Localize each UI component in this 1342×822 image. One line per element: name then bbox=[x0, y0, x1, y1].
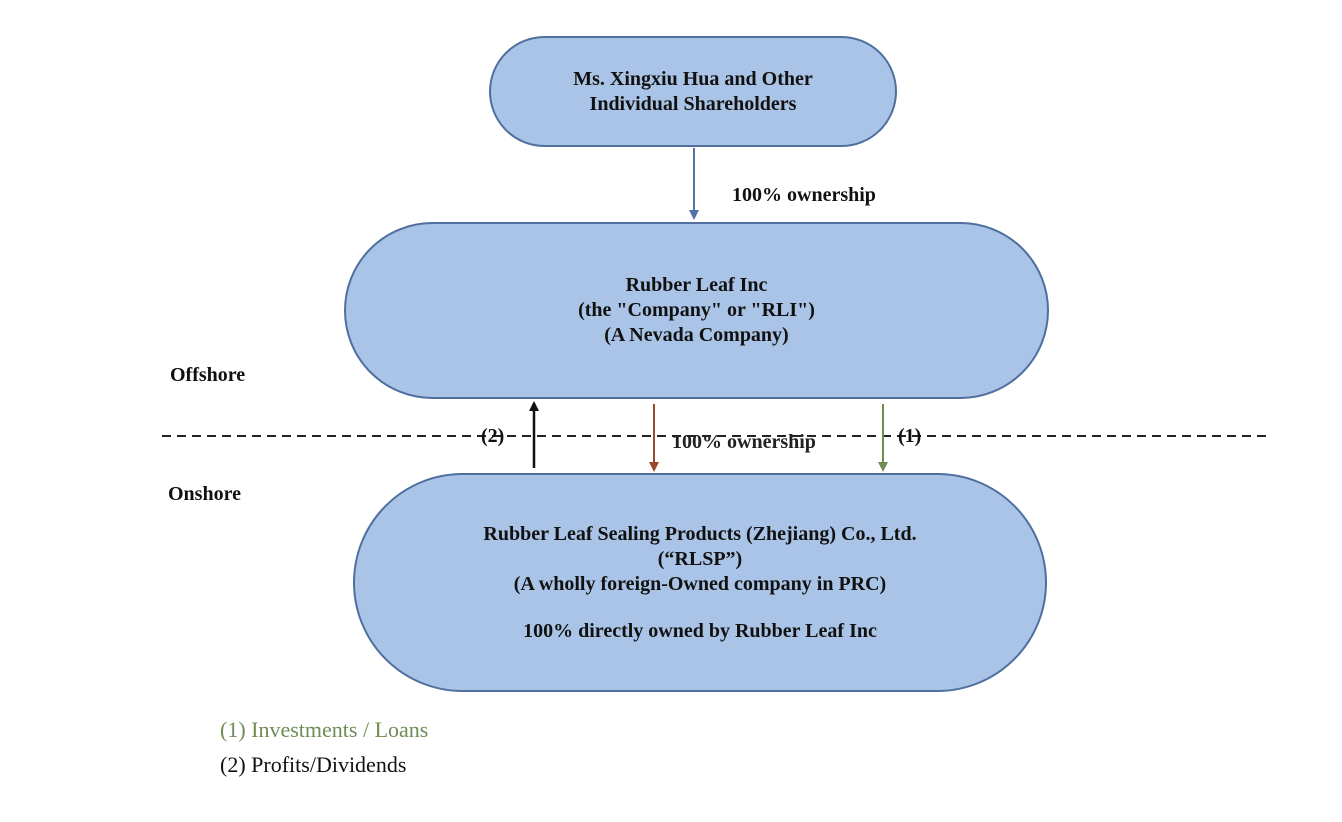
zone-label-onshore: Onshore bbox=[168, 483, 241, 505]
node-rlsp: Rubber Leaf Sealing Products (Zhejiang) … bbox=[353, 473, 1047, 692]
rli-line-3: (A Nevada Company) bbox=[604, 324, 789, 346]
node-shareholders: Ms. Xingxiu Hua and Other Individual Sha… bbox=[489, 36, 897, 147]
rli-line-2: (the "Company" or "RLI") bbox=[578, 299, 815, 321]
marker-profits-dividends: (2) bbox=[481, 425, 505, 447]
zone-label-offshore: Offshore bbox=[170, 364, 246, 386]
rlsp-ownership-note: 100% directly owned by Rubber Leaf Inc bbox=[523, 619, 877, 642]
ownership-label-middle: 100% ownership bbox=[672, 431, 816, 453]
legend-investments-loans: (1) Investments / Loans bbox=[220, 717, 429, 742]
rlsp-line-2: (“RLSP”) bbox=[657, 547, 743, 570]
rlsp-line-1: Rubber Leaf Sealing Products (Zhejiang) … bbox=[483, 522, 917, 545]
marker-investments-loans: (1) bbox=[898, 425, 922, 447]
ownership-label-top: 100% ownership bbox=[732, 184, 876, 206]
node-rubber-leaf-inc: Rubber Leaf Inc (the "Company" or "RLI")… bbox=[344, 222, 1049, 399]
shareholders-line-1: Ms. Xingxiu Hua and Other bbox=[573, 67, 813, 90]
legend-profits-dividends: (2) Profits/Dividends bbox=[220, 752, 407, 777]
rlsp-line-3: (A wholly foreign-Owned company in PRC) bbox=[513, 572, 887, 595]
shareholders-line-2: Individual Shareholders bbox=[589, 92, 797, 115]
rli-line-1: Rubber Leaf Inc bbox=[625, 274, 768, 296]
